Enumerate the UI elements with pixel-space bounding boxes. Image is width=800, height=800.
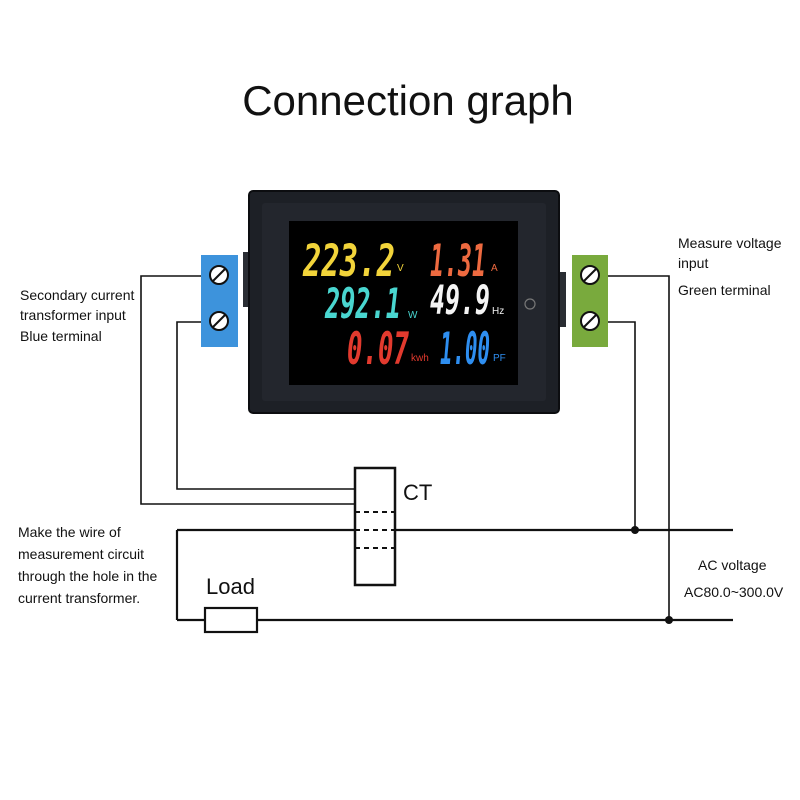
energy-unit: kwh: [411, 353, 429, 364]
make-wire-line-4: current transformer.: [18, 590, 140, 606]
voltage-wire-inner: [608, 321, 636, 530]
ac-voltage-line-1: AC voltage: [698, 557, 767, 573]
ct-label: CT: [403, 480, 432, 505]
measure-voltage-line-1: Measure voltage: [678, 235, 782, 251]
current-transformer: [353, 466, 397, 587]
current-reading: 1.31: [430, 236, 486, 287]
load-resistor: [203, 606, 259, 634]
voltage-wires: [608, 275, 673, 624]
ct-wire-inner: [176, 321, 355, 490]
meter-screen: [289, 221, 518, 385]
secondary-current-line-2: transformer input: [20, 307, 126, 323]
ac-voltage-label: AC voltage AC80.0~300.0V: [684, 557, 784, 600]
secondary-current-line-1: Secondary current: [20, 287, 135, 303]
frequency-reading: 49.9: [430, 278, 490, 324]
ct-body: [353, 466, 397, 587]
screw-icon: [209, 311, 229, 331]
make-wire-label: Make the wire of measurement circuit thr…: [18, 524, 158, 606]
screw-icon: [209, 265, 229, 285]
green-terminal: [572, 255, 608, 347]
power-factor-unit: PF: [493, 353, 506, 364]
screw-icon: [580, 265, 600, 285]
ac-voltage-line-2: AC80.0~300.0V: [684, 584, 784, 600]
make-wire-line-1: Make the wire of: [18, 524, 121, 540]
blue-terminal: [201, 255, 238, 347]
ct-wire-outer: [140, 275, 355, 505]
frequency-unit: Hz: [492, 306, 504, 317]
energy-reading: 0.07: [347, 324, 409, 375]
load-label: Load: [206, 574, 255, 599]
make-wire-line-2: measurement circuit: [18, 546, 144, 562]
measure-voltage-label: Measure voltage input Green terminal: [678, 235, 782, 298]
make-wire-line-3: through the hole in the: [18, 568, 158, 584]
power-reading: 292.1: [324, 279, 401, 328]
voltage-unit: V: [397, 263, 404, 274]
secondary-current-line-3: Blue terminal: [20, 328, 102, 344]
current-unit: A: [491, 263, 498, 274]
measure-voltage-line-3: Green terminal: [678, 282, 771, 298]
secondary-current-label: Secondary current transformer input Blue…: [20, 287, 135, 344]
meter: 223.2 V 1.31 A 292.1 W 49.9 Hz 0.07 kwh …: [243, 190, 566, 414]
screw-icon: [580, 311, 600, 331]
voltage-reading: 223.2: [302, 236, 395, 287]
diagram-title: Connection graph: [242, 77, 574, 124]
power-factor-reading: 1.00: [440, 324, 490, 375]
main-circuit: [175, 528, 733, 634]
voltage-wire-outer: [608, 275, 670, 620]
meter-button[interactable]: [524, 298, 536, 310]
ct-wires: [140, 275, 355, 505]
measure-voltage-line-2: input: [678, 255, 708, 271]
power-unit: W: [408, 310, 418, 321]
